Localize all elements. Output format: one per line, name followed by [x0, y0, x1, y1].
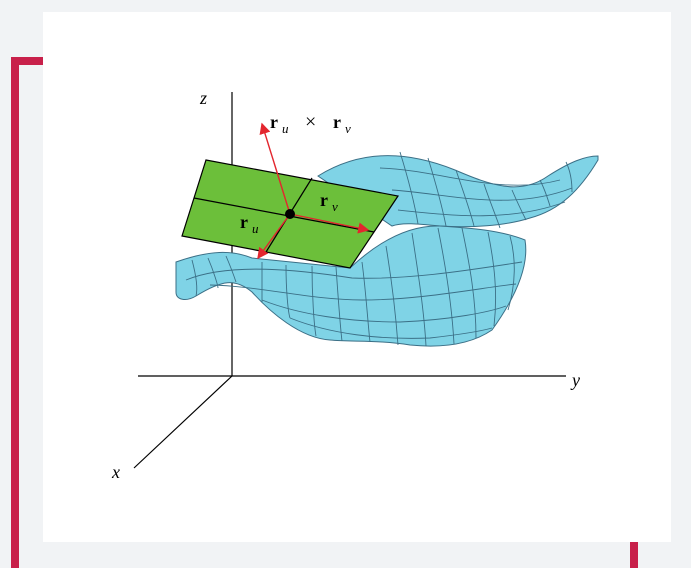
frame-accent-left [11, 57, 19, 568]
svg-text:u: u [252, 221, 259, 236]
z-axis-label: z [199, 88, 207, 108]
svg-text:r: r [320, 190, 328, 210]
ru-label: r u [240, 212, 259, 236]
rv-vector [289, 213, 370, 234]
svg-text:v: v [345, 121, 351, 136]
vectors [257, 122, 370, 260]
normal-vector-label: r u × r v [270, 111, 351, 136]
x-axis-line [133, 375, 233, 469]
y-axis-label: y [570, 370, 580, 390]
x-axis-label: x [111, 462, 120, 482]
svg-text:r: r [333, 112, 341, 132]
frame-accent-right [630, 542, 638, 568]
tangent-plane-line-u [193, 197, 375, 233]
svg-text:u: u [282, 121, 289, 136]
svg-text:v: v [332, 199, 338, 214]
surface-front [175, 225, 527, 347]
surface-mesh [185, 151, 573, 347]
normal-vector [259, 122, 291, 215]
rv-label: r v [320, 190, 338, 214]
point-of-tangency [285, 209, 295, 219]
svg-text:r: r [240, 212, 248, 232]
ru-vector [257, 213, 291, 260]
frame-accent-top [11, 57, 43, 65]
svg-text:r: r [270, 112, 278, 132]
svg-text:×: × [305, 111, 316, 133]
